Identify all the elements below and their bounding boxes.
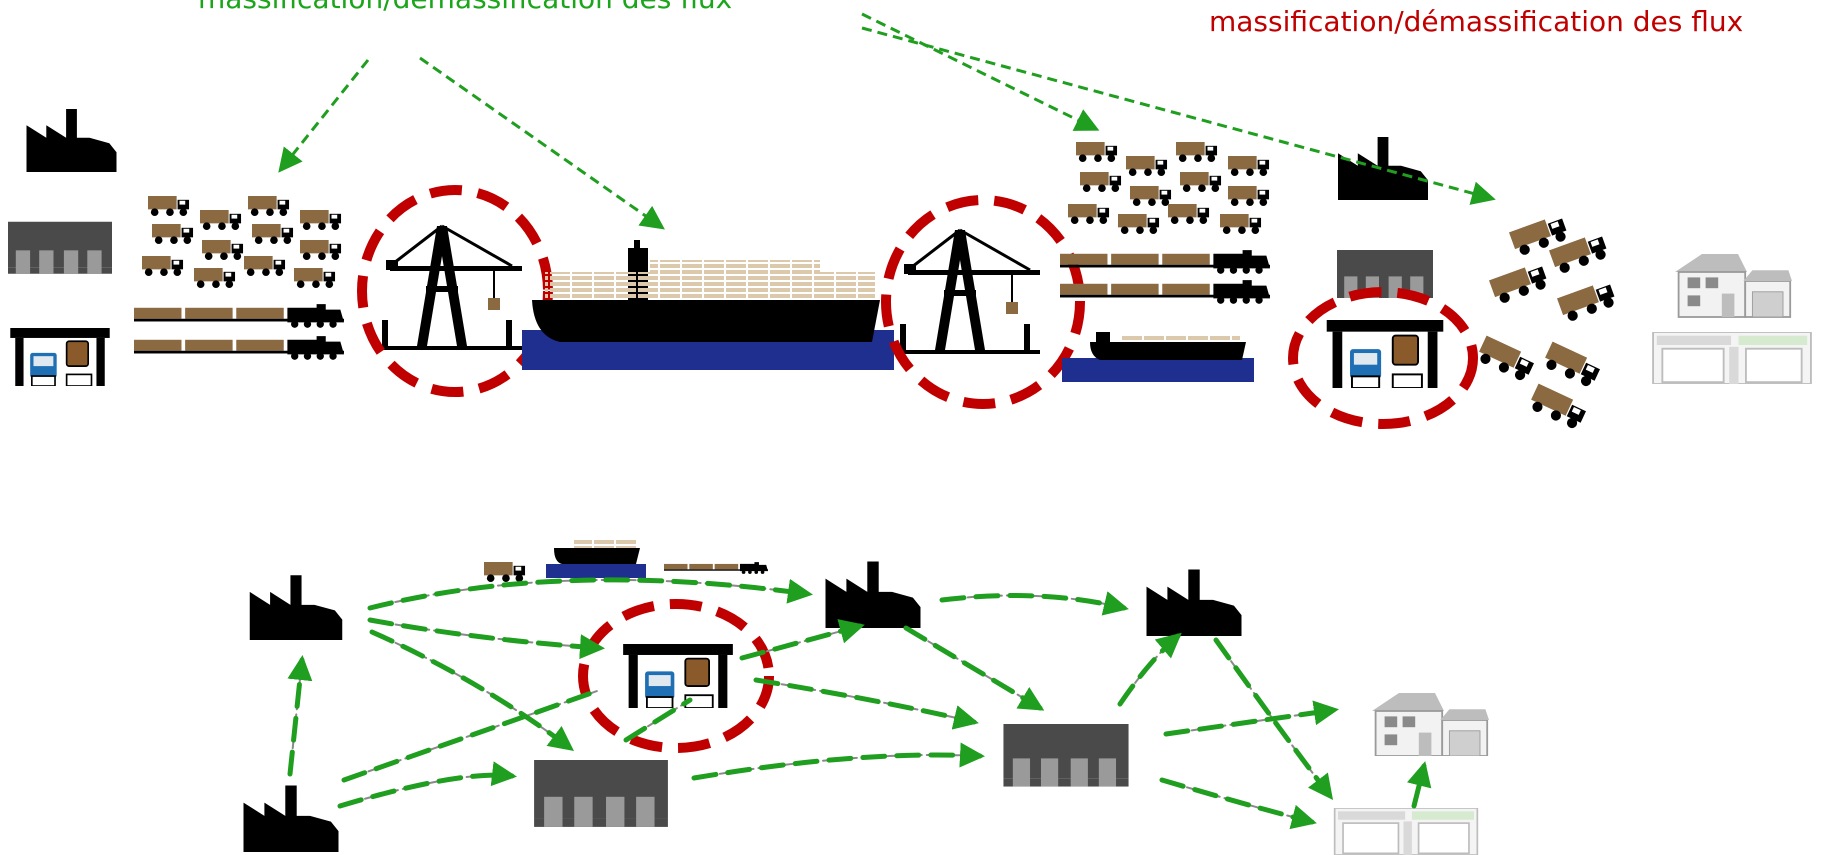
factory-icon xyxy=(249,575,343,640)
factory-icon xyxy=(1338,137,1428,200)
truck-icon xyxy=(1130,186,1172,207)
truck-icon xyxy=(1180,172,1222,193)
truck-icon xyxy=(248,196,290,217)
truck-icon xyxy=(142,256,184,277)
label-massification-top-left: massification/démassification des flux xyxy=(198,0,732,15)
truck-icon xyxy=(1080,172,1122,193)
truck-icon xyxy=(1527,383,1589,431)
truck-icon xyxy=(148,196,190,217)
shop-icon xyxy=(1333,808,1479,855)
truck-icon xyxy=(300,240,342,261)
crossdock-icon xyxy=(1326,320,1444,388)
truck-icon xyxy=(1176,142,1218,163)
truck-icon xyxy=(202,240,244,261)
warehouse-icon xyxy=(1003,724,1129,787)
factory-icon xyxy=(26,109,117,172)
label-massification-top-right: massification/démassification des flux xyxy=(1209,5,1744,38)
truck-icon xyxy=(1556,279,1618,324)
house-icon xyxy=(1674,253,1792,318)
truck-cluster-right xyxy=(1068,142,1270,235)
warehouse-icon xyxy=(534,760,668,827)
train-icon xyxy=(1060,250,1270,274)
shop-icon xyxy=(1652,332,1812,384)
truck-icon xyxy=(300,210,342,231)
massification-ring xyxy=(881,195,1085,409)
crossdock-icon xyxy=(622,644,734,708)
warehouse-icon xyxy=(1337,250,1433,298)
truck-icon xyxy=(1118,214,1160,235)
house-icon xyxy=(1371,692,1490,756)
truck-icon xyxy=(1475,335,1537,383)
warehouse-icon xyxy=(8,221,112,274)
truck-icon xyxy=(1220,214,1262,235)
crossdock-icon xyxy=(9,328,111,386)
ship-icon xyxy=(522,240,894,370)
truck-icon xyxy=(194,268,236,289)
factory-icon xyxy=(243,785,339,852)
train-icon xyxy=(1060,280,1270,304)
factory-icon xyxy=(1146,569,1242,636)
truck-icon xyxy=(1168,204,1210,225)
label-pointer-arrows xyxy=(278,12,1496,230)
truck-icon xyxy=(1541,341,1603,389)
train-icon xyxy=(134,304,344,328)
truck-icon xyxy=(244,256,286,277)
barge-icon xyxy=(546,540,646,578)
truck-icon xyxy=(152,224,194,245)
truck-cluster-dispersed xyxy=(1475,213,1618,431)
truck-cluster-left xyxy=(142,196,342,289)
truck-icon xyxy=(484,562,526,583)
truck-icon xyxy=(1228,156,1270,177)
train-icon xyxy=(664,562,768,574)
truck-icon xyxy=(1068,204,1110,225)
truck-icon xyxy=(1488,261,1550,306)
flow-network xyxy=(287,577,1432,830)
crane-icon xyxy=(900,228,1040,356)
truck-icon xyxy=(1228,186,1270,207)
truck-icon xyxy=(294,268,336,289)
truck-icon xyxy=(1076,142,1118,163)
truck-icon xyxy=(1126,156,1168,177)
factory-icon xyxy=(825,561,921,628)
massification-ring xyxy=(1288,287,1478,429)
train-icon xyxy=(134,336,344,360)
truck-icon xyxy=(200,210,242,231)
truck-icon xyxy=(252,224,294,245)
crane-icon xyxy=(382,224,522,352)
barge-icon xyxy=(1062,332,1254,382)
massification-ring xyxy=(578,599,774,753)
